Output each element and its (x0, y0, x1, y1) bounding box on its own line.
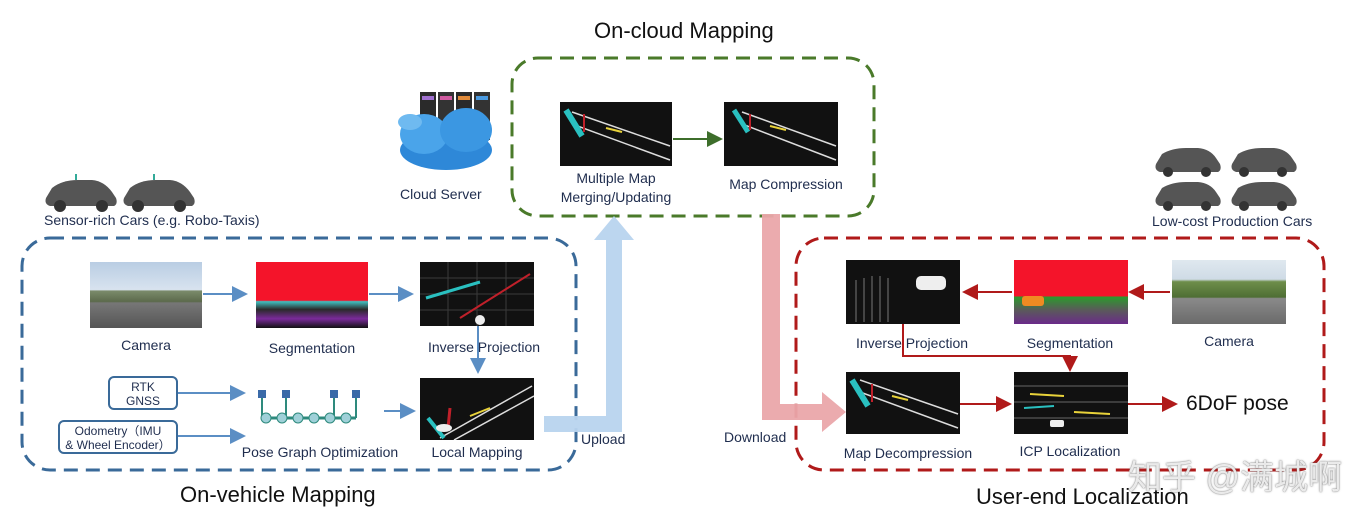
map-merging-image (560, 102, 672, 166)
vehicle-section-box (20, 236, 578, 472)
user-camera-image (1172, 260, 1286, 324)
user-inverse-projection-label: Inverse Projection (855, 335, 969, 351)
decompression-label: Map Decompression (843, 445, 973, 461)
icp-localization-label: ICP Localization (1019, 443, 1121, 459)
pose-output-label: 6DoF pose (1186, 392, 1289, 415)
merge-label-1: Multiple Map (576, 170, 656, 186)
cloud-server-label: Cloud Server (400, 186, 482, 202)
vehicle-segmentation-label: Segmentation (268, 340, 356, 356)
upload-label: Upload (581, 431, 626, 447)
rtk-gnss-box: RTK GNSS (108, 376, 178, 410)
user-decompression-image (846, 372, 960, 434)
rtk-label: RTK (131, 380, 155, 394)
pose-graph-icon (258, 390, 360, 424)
vehicle-camera-label: Camera (121, 337, 171, 353)
production-cars-label: Low-cost Production Cars (1152, 213, 1313, 229)
download-arrow (762, 214, 846, 432)
vehicle-section-title: On-vehicle Mapping (180, 482, 376, 507)
wheel-encoder-label: & Wheel Encoder） (65, 438, 171, 452)
vehicle-local-mapping-image (420, 378, 534, 440)
watermark: 知乎 @满城啊 (1128, 459, 1342, 497)
vehicle-segmentation-image (256, 262, 368, 328)
odometry-label: Odometry（IMU (74, 424, 162, 438)
user-section-box (794, 236, 1326, 472)
user-inverse-projection-image (846, 260, 960, 324)
merge-label-2: Merging/Updating (560, 189, 672, 205)
production-cars-icon (1155, 148, 1297, 211)
vehicle-camera-image (90, 262, 202, 328)
pose-graph-label: Pose Graph Optimization (241, 444, 399, 460)
vehicle-inverse-projection-image (420, 262, 534, 326)
sensor-rich-cars-icon (45, 174, 195, 212)
download-label: Download (724, 429, 787, 445)
gnss-label: GNSS (125, 394, 160, 408)
vehicle-inverse-projection-label: Inverse Projection (427, 339, 541, 355)
compression-label: Map Compression (729, 176, 843, 192)
local-mapping-label: Local Mapping (431, 444, 523, 460)
user-segmentation-image (1014, 260, 1128, 324)
user-camera-label: Camera (1204, 333, 1254, 349)
user-section-title: User-end Localization (976, 484, 1189, 509)
cloud-section-box (510, 56, 876, 218)
odometry-box: Odometry（IMU & Wheel Encoder） (58, 420, 178, 454)
cloud-section-title: On-cloud Mapping (594, 18, 774, 43)
map-compression-image (724, 102, 838, 166)
user-segmentation-label: Segmentation (1026, 335, 1114, 351)
user-icp-image (1014, 372, 1128, 434)
cloud-server-icon (398, 92, 492, 170)
upload-arrow (544, 216, 634, 432)
sensor-rich-cars-label: Sensor-rich Cars (e.g. Robo-Taxis) (44, 212, 260, 228)
